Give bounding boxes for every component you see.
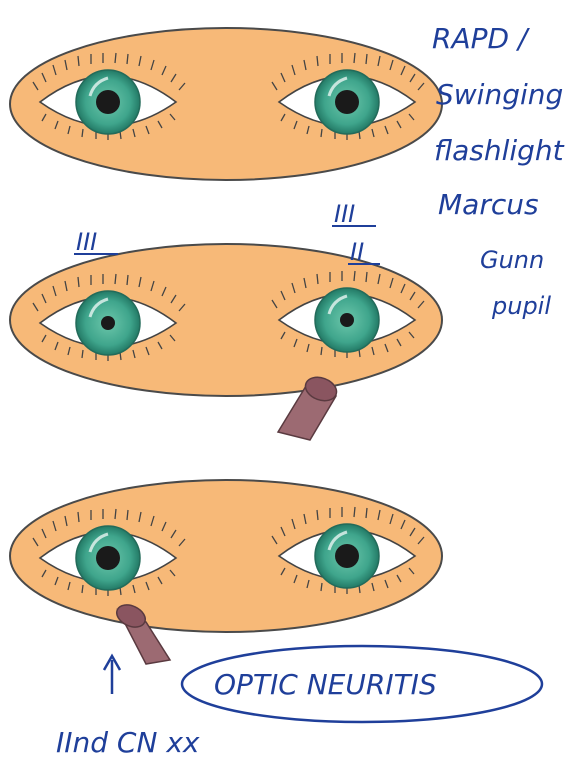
nerve-note: IInd CN xx	[56, 726, 200, 759]
pupil	[96, 90, 120, 114]
panel-light-right	[10, 244, 442, 440]
note-marcus: Marcus	[438, 188, 539, 221]
pupil	[101, 316, 115, 330]
handwritten-notes: RAPD / Swinging flashlight Marcus Gunn p…	[432, 22, 565, 320]
diagnosis-annotation: OPTIC NEURITIS IInd CN xx	[56, 646, 542, 759]
pupil	[340, 313, 354, 327]
note-gunn: Gunn	[480, 246, 544, 274]
label-right-iii: III	[334, 200, 355, 228]
panel-light-left	[10, 480, 442, 664]
diagnosis-text: OPTIC NEURITIS	[214, 668, 437, 701]
note-flashlight: flashlight	[434, 134, 565, 167]
note-swinging: Swinging	[436, 78, 563, 111]
label-left-iii: III	[76, 228, 97, 256]
pupil	[335, 544, 359, 568]
note-pupil: pupil	[491, 292, 551, 320]
note-rapd: RAPD /	[432, 22, 530, 55]
pupil	[335, 90, 359, 114]
label-right-ii: II	[350, 238, 364, 266]
panel-normal	[10, 28, 442, 180]
pupil	[96, 546, 120, 570]
